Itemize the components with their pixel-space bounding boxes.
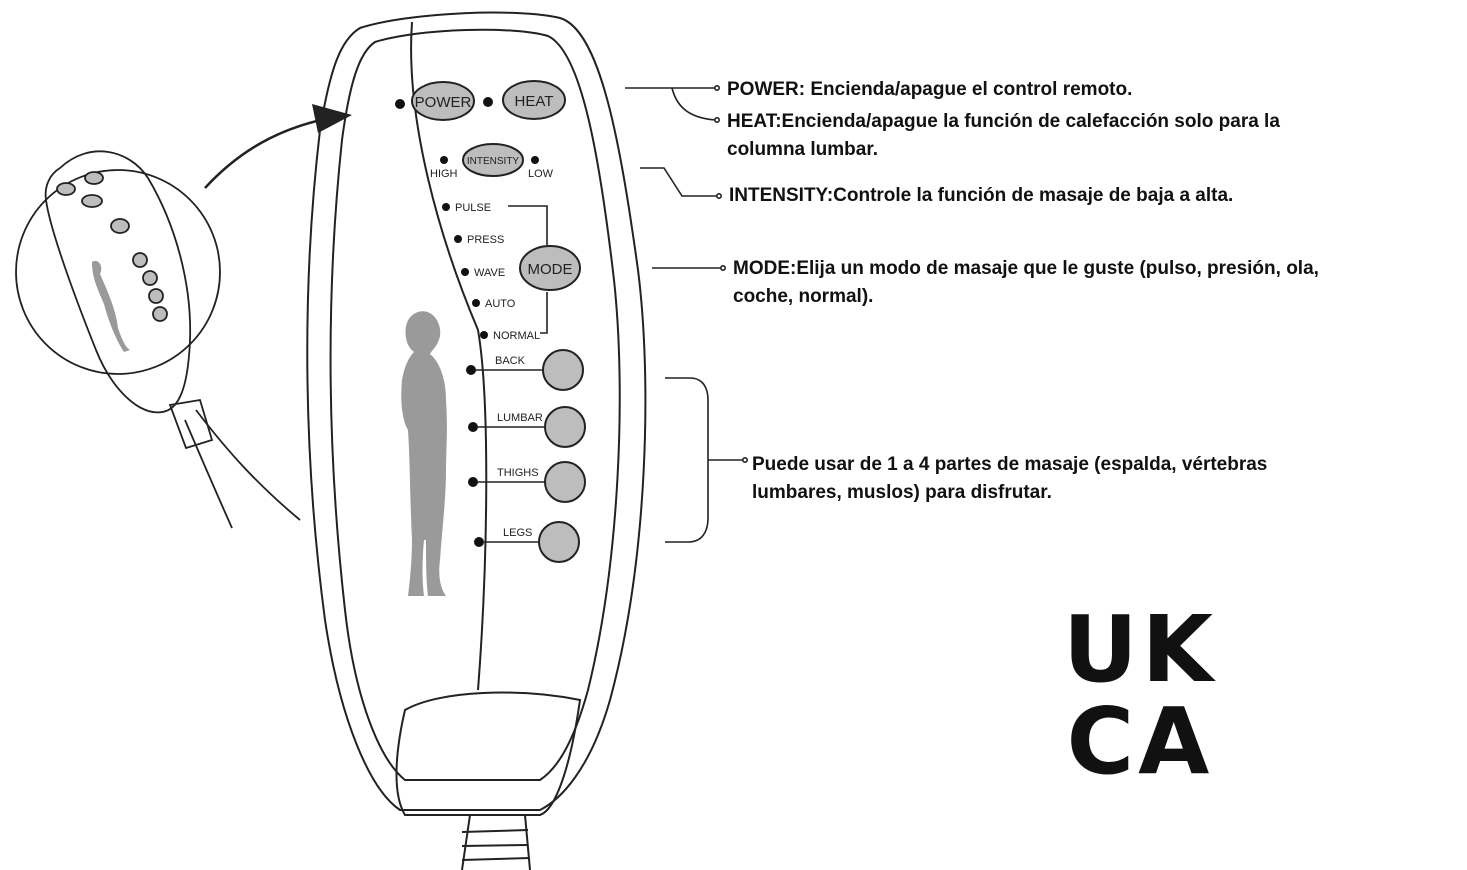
callout-leaders [625,85,748,543]
low-label: LOW [528,168,554,180]
heat-indicator-light [483,97,493,107]
mode-leader-dot [719,264,726,271]
zone-indicator-light [474,537,484,547]
heat-callout-line2: columna lumbar. [727,139,878,160]
thumbnail-button [110,218,130,234]
high-indicator-light [440,156,448,164]
zone-label-back: BACK [495,355,526,367]
thumbnail-pointer-arrowhead [312,104,352,133]
cord-ridge [461,829,531,861]
mode-button-shape[interactable] [519,245,581,291]
ukca-mark-line1: UK [1063,605,1217,703]
thumbnail-button [81,194,103,208]
thumbnail-magnifier-circle [15,169,221,375]
zone-label-thighs: THIGHS [497,467,539,479]
power-indicator-light [395,99,405,109]
power-button-label: POWER [415,94,472,111]
zone-label-lumbar: LUMBAR [497,412,543,424]
thumbnail-figure [92,260,130,352]
power-button-shape[interactable] [411,81,475,121]
mode-label-wave: WAVE [474,267,505,279]
intensity-leader-dot [715,193,722,200]
zone-indicator-light [466,365,476,375]
heat-leader-dot [713,117,720,124]
mode-bracket-line [508,205,548,334]
intensity-button-shape[interactable] [462,143,524,177]
thumbnail-button [152,306,168,322]
mode-indicator-light [454,235,462,243]
heat-button-label: HEAT [515,93,554,110]
zone-button-thighs[interactable] [544,461,586,503]
remote-base-cap [395,691,582,816]
mode-button[interactable]: MODE [519,245,581,291]
thumbnail-button [84,171,104,185]
mode-callout-line2: coche, normal). [733,286,874,307]
mode-label-normal: NORMAL [493,330,540,342]
body-figure-silhouette [401,311,447,596]
heat-callout-line1: HEAT:Encienda/apague la función de calef… [727,111,1280,132]
thumbnail-button [142,270,158,286]
power-leader-dot [713,85,720,92]
zones-callout-line1: Puede usar de 1 a 4 partes de masaje (es… [752,454,1268,475]
cord-left [461,814,471,870]
mode-label-pulse: PULSE [455,202,491,214]
zones-callout-line2: lumbares, muslos) para disfrutar. [752,482,1052,503]
high-label: HIGH [430,168,458,180]
zone-button-lumbar[interactable] [544,406,586,448]
mode-indicator-light [480,331,488,339]
mode-indicator-light [461,268,469,276]
thumbnail-cord-plug [168,398,214,450]
intensity-button-label: INTENSITY [467,156,520,167]
mode-button-label: MODE [528,261,573,278]
thumbnail-cord [195,409,301,521]
remote-inner-shell [329,28,621,781]
intensity-callout: INTENSITY:Controle la función de masaje … [729,185,1234,206]
cord-right [524,814,531,870]
zone-button-legs[interactable] [538,521,580,563]
heat-button-shape[interactable] [502,80,566,120]
power-callout: POWER: Encienda/apague el control remoto… [727,79,1133,100]
thumbnail-remote [15,104,352,529]
heat-leader [671,87,717,121]
remote-center-seam [410,21,488,691]
mode-indicator-light [472,299,480,307]
thumbnail-button [56,182,76,196]
remote-body [306,11,647,870]
thumbnail-cord [184,419,233,529]
power-button[interactable]: POWER [411,81,475,121]
zone-button-back[interactable] [542,349,584,391]
thumbnail-body [44,150,192,414]
low-indicator-light [531,156,539,164]
zones-bracket [665,377,744,543]
zone-indicator-light [468,477,478,487]
mode-label-press: PRESS [467,234,504,246]
intensity-leader [640,167,718,197]
intensity-button[interactable]: INTENSITY [462,143,524,177]
ukca-mark-line2: CA [1067,688,1214,780]
zone-buttons: BACK LUMBAR THIGHS LEGS [466,349,586,563]
thumbnail-pointer-arrow [204,116,331,189]
mode-list: PULSE PRESS WAVE AUTO NORMAL [442,202,540,342]
ukca-mark: UK CA [1063,605,1217,780]
zone-indicator-light [468,422,478,432]
zone-label-legs: LEGS [503,527,532,539]
zones-leader-dot [741,456,748,463]
thumbnail-button [148,288,164,304]
mode-label-auto: AUTO [485,298,516,310]
heat-button[interactable]: HEAT [502,80,566,120]
thumbnail-button [132,252,148,268]
mode-indicator-light [442,203,450,211]
mode-callout-line1: MODE:Elija un modo de masaje que le gust… [733,258,1319,279]
remote-outer-shell [306,11,647,811]
